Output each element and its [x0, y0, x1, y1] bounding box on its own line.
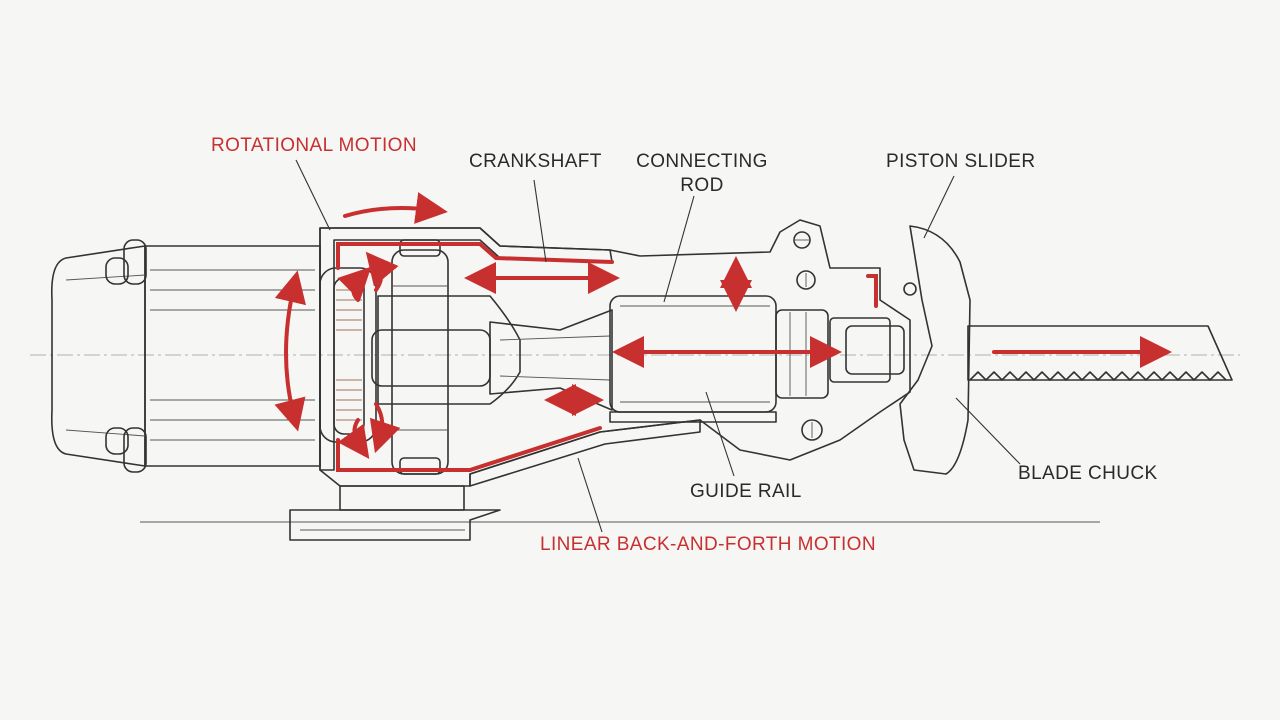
label-linear-motion: LINEAR BACK-AND-FORTH MOTION: [540, 534, 876, 555]
leader-lines: [295, 159, 1021, 533]
leader-piston: [923, 175, 955, 239]
motor-housing: [50, 239, 321, 473]
label-crankshaft: CRANKSHAFT: [469, 151, 602, 172]
leader-linear: [577, 457, 603, 533]
label-piston-slider: PISTON SLIDER: [886, 151, 1036, 172]
leader-blade-chuck: [955, 397, 1021, 465]
label-blade-chuck: BLADE CHUCK: [1018, 463, 1158, 484]
label-guide-rail: GUIDE RAIL: [690, 481, 802, 502]
crankshaft: [371, 239, 521, 475]
guide-rail: [609, 411, 777, 423]
leader-rotational: [295, 159, 331, 231]
leader-guide-rail: [705, 391, 735, 477]
leader-connecting-rod: [663, 195, 695, 303]
label-connecting-rod-line2: ROD: [680, 175, 724, 196]
motion-paths: [274, 192, 1172, 472]
label-connecting-rod: CONNECTING ROD: [636, 150, 768, 198]
saw-blade: [967, 325, 1233, 381]
label-connecting-rod-line1: CONNECTING: [636, 151, 768, 172]
label-rotational-motion: ROTATIONAL MOTION: [211, 135, 417, 156]
connecting-rod: [489, 309, 613, 411]
leader-crankshaft: [533, 179, 547, 263]
